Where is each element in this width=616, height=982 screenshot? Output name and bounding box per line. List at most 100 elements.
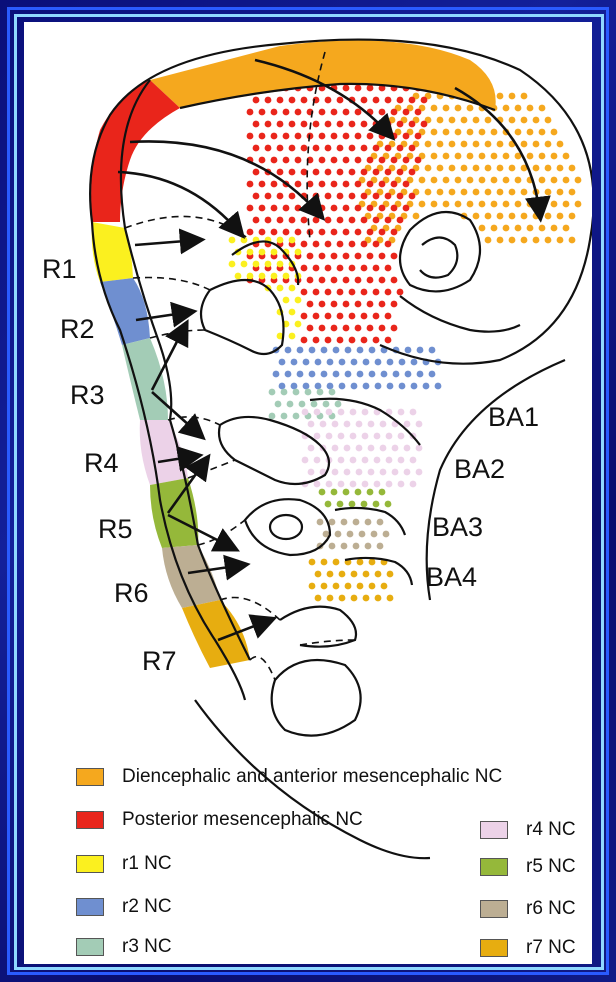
nc-dot — [473, 213, 480, 220]
nc-dot — [303, 383, 310, 390]
nc-dot — [337, 337, 344, 344]
nc-dot — [295, 157, 302, 164]
nc-dot — [461, 117, 468, 124]
nc-dot — [289, 285, 296, 292]
nc-dot — [319, 253, 326, 260]
nc-dot — [315, 595, 322, 602]
nc-dot — [307, 277, 314, 284]
nc-dot — [325, 337, 332, 344]
nc-dot — [357, 583, 364, 590]
nc-dot — [569, 189, 576, 196]
nc-dot — [319, 109, 326, 116]
nc-dot — [367, 205, 374, 212]
nc-dot — [355, 205, 362, 212]
nc-dot — [467, 105, 474, 112]
nc-dot — [449, 189, 456, 196]
nc-dot — [485, 237, 492, 244]
nc-dot — [349, 265, 356, 272]
nc-dot — [375, 359, 382, 366]
nc-dot — [391, 253, 398, 260]
nc-dot — [423, 383, 430, 390]
nc-dot — [327, 571, 334, 578]
nc-dot — [259, 109, 266, 116]
nc-dot — [355, 277, 362, 284]
nc-dot — [295, 181, 302, 188]
nc-dot — [247, 109, 254, 116]
nc-dot — [371, 531, 378, 538]
nc-dot — [369, 583, 376, 590]
nc-dot — [247, 249, 254, 256]
nc-dot — [368, 421, 375, 428]
nc-dot — [343, 229, 350, 236]
nc-dot — [295, 321, 302, 328]
nc-dot — [503, 201, 510, 208]
nc-dot — [373, 145, 380, 152]
nc-dot — [575, 201, 582, 208]
nc-dot — [321, 347, 328, 354]
nc-dot — [355, 301, 362, 308]
nc-dot — [417, 371, 424, 378]
nc-dot — [385, 97, 392, 104]
nc-dot — [491, 153, 498, 160]
nc-dot — [315, 383, 322, 390]
nc-dot — [253, 217, 260, 224]
nc-dot — [309, 583, 316, 590]
nc-dot — [337, 217, 344, 224]
nc-dot — [404, 469, 411, 476]
nc-dot — [357, 559, 364, 566]
nc-dot — [283, 205, 290, 212]
nc-dot — [345, 583, 352, 590]
nc-dot — [337, 501, 344, 508]
nc-dot — [409, 193, 416, 200]
nc-dot — [375, 571, 382, 578]
nc-dot — [533, 117, 540, 124]
nc-dot — [333, 371, 340, 378]
nc-dot — [285, 347, 292, 354]
nc-dot — [563, 153, 570, 160]
nc-dot — [374, 481, 381, 488]
nc-dot — [349, 241, 356, 248]
nc-dot — [385, 337, 392, 344]
nc-dot — [367, 253, 374, 260]
nc-dot — [398, 457, 405, 464]
nc-dot — [527, 105, 534, 112]
nc-dot — [320, 421, 327, 428]
nc-dot — [265, 145, 272, 152]
nc-dot — [369, 347, 376, 354]
nc-dot — [333, 583, 340, 590]
nc-dot — [479, 177, 486, 184]
nc-dot — [289, 237, 296, 244]
nc-dot — [338, 481, 345, 488]
nc-dot — [337, 169, 344, 176]
nc-dot — [337, 265, 344, 272]
nc-dot — [431, 129, 438, 136]
nc-dot — [335, 401, 342, 408]
nc-dot — [297, 371, 304, 378]
nc-dot — [351, 383, 358, 390]
label-r3: R3 — [70, 380, 105, 411]
nc-dot — [411, 383, 418, 390]
nc-dot — [373, 265, 380, 272]
nc-dot — [509, 93, 516, 100]
nc-dot — [277, 217, 284, 224]
label-r2: R2 — [60, 314, 95, 345]
nc-dot — [343, 205, 350, 212]
nc-dot — [491, 129, 498, 136]
nc-dot — [485, 117, 492, 124]
legend-r6: r6 NC — [480, 898, 576, 920]
nc-dot — [308, 421, 315, 428]
nc-dot — [380, 421, 387, 428]
nc-dot — [403, 157, 410, 164]
nc-dot — [281, 413, 288, 420]
nc-dot — [375, 383, 382, 390]
nc-dot — [491, 177, 498, 184]
nc-dot — [344, 421, 351, 428]
nc-dot — [325, 313, 332, 320]
nc-dot — [291, 359, 298, 366]
nc-dot — [337, 121, 344, 128]
nc-dot — [285, 371, 292, 378]
nc-dot — [283, 109, 290, 116]
nc-dot — [289, 193, 296, 200]
nc-dot — [392, 445, 399, 452]
